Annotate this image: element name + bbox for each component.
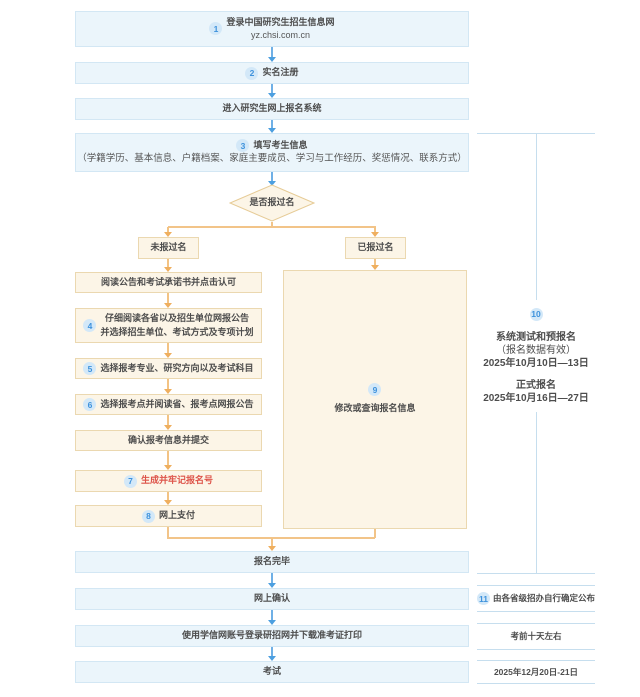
step1-url: yz.chsi.com.cn [250, 29, 310, 40]
arrow-down-icon [164, 451, 173, 470]
branch-registered: 已报过名 [345, 237, 406, 259]
flow-step8-online-payment: 8 网上支付 [75, 505, 262, 527]
step3-subtitle: （学籍学历、基本信息、户籍档案、家庭主要成员、学习与工作经历、奖惩情况、联系方式… [77, 153, 467, 165]
arrow-down-icon [268, 573, 277, 588]
step6-badge: 6 [83, 398, 97, 411]
step3-title: 填写考生信息 [253, 140, 308, 151]
arrow-down-icon [268, 610, 277, 625]
step5-badge: 5 [83, 362, 97, 375]
flow-step4-read-announcements: 4 仔细阅读各省以及招生单位网报公告 并选择招生单位、考试方式及专项计划 [75, 308, 262, 343]
period-title1: 系统测试和预报名 [496, 332, 576, 343]
step8-label: 网上支付 [158, 510, 195, 521]
flow-online-confirm: 网上确认 [75, 588, 469, 610]
bracket-line [477, 133, 595, 134]
done-label: 报名完毕 [253, 556, 290, 567]
confirm-submit-label: 确认报考信息并提交 [127, 434, 209, 445]
arrow-down-icon [164, 415, 173, 430]
enter-label: 进入研究生网上报名系统 [222, 103, 322, 114]
arrow-down-icon [268, 47, 277, 62]
arrow-down-icon [164, 343, 173, 358]
period-title2: 正式报名 [516, 380, 556, 391]
decision-label: 是否报过名 [249, 197, 295, 208]
period-badge: 10 [529, 307, 543, 321]
exam-note-label: 2025年12月20日-21日 [493, 666, 579, 677]
arrow-down-icon [164, 227, 173, 237]
step7-label: 生成并牢记报名号 [140, 475, 213, 486]
period-date1: 2025年10月10日—13日 [483, 358, 589, 369]
step4-badge: 4 [83, 319, 97, 332]
flow-step3-fill-info: 3 填写考生信息 （学籍学历、基本信息、户籍档案、家庭主要成员、学习与工作经历、… [75, 133, 469, 172]
bracket-line [535, 134, 537, 300]
exam-label: 考试 [262, 666, 281, 677]
arrow-down-icon [268, 120, 277, 133]
annotation-registration-period: 10 系统测试和预报名 （报名数据有效） 2025年10月10日—13日 正式报… [471, 304, 601, 405]
annotation-online-confirm: 11 由各省级招办自行确定公布 [477, 585, 595, 612]
period-note: （报名数据有效） [496, 345, 576, 356]
arrow-down-icon [268, 84, 277, 98]
decision-registered-before: 是否报过名 [229, 184, 315, 222]
branch-not-registered: 未报过名 [138, 237, 199, 259]
step2-label: 实名注册 [262, 67, 299, 78]
step5-label: 选择报考专业、研究方向以及考试科目 [100, 362, 254, 373]
step9-label: 修改或查询报名信息 [334, 403, 416, 414]
diamond-shape-icon [229, 184, 315, 222]
step3-badge: 3 [236, 139, 250, 153]
bracket-line [477, 573, 595, 574]
flow-confirm-submit: 确认报考信息并提交 [75, 430, 262, 451]
arrow-down-icon [164, 259, 173, 272]
connector-line [271, 222, 273, 227]
flow-enter-system: 进入研究生网上报名系统 [75, 98, 469, 120]
branch-yes-label: 已报过名 [357, 242, 394, 253]
flow-read-notice: 阅读公告和考试承诺书并点击认可 [75, 272, 262, 293]
confirm-note-label: 由各省级招办自行确定公布 [493, 593, 596, 604]
flow-step1-login: 1 登录中国研究生招生信息网 yz.chsi.com.cn [75, 11, 469, 47]
step7-badge: 7 [123, 474, 137, 488]
flow-step9-modify-query: 9 修改或查询报名信息 [283, 270, 467, 529]
step1-title: 登录中国研究生招生信息网 [226, 16, 335, 27]
annotation-exam-date: 2025年12月20日-21日 [477, 660, 595, 684]
step6-label: 选择报考点并阅读省、报考点网报公告 [100, 398, 254, 409]
connector-line [168, 226, 376, 228]
arrow-down-icon [268, 647, 277, 661]
step4-line2: 并选择招生单位、考试方式及专项计划 [100, 326, 254, 337]
flow-step5-choose-major: 5 选择报考专业、研究方向以及考试科目 [75, 358, 262, 379]
flow-registration-done: 报名完毕 [75, 551, 469, 573]
flow-exam: 考试 [75, 661, 469, 683]
step1-badge: 1 [209, 22, 223, 36]
flow-print-admission-ticket: 使用学信网账号登录研招网并下载准考证打印 [75, 625, 469, 647]
step9-badge: 9 [368, 383, 382, 397]
branch-no-label: 未报过名 [150, 242, 187, 253]
arrow-down-icon [164, 379, 173, 394]
connector-line [374, 529, 376, 538]
arrow-down-icon [371, 259, 380, 270]
flow-step7-registration-number: 7 生成并牢记报名号 [75, 470, 262, 492]
period-date2: 2025年10月16日—27日 [483, 393, 589, 404]
step8-badge: 8 [141, 509, 155, 523]
read-notice-label: 阅读公告和考试承诺书并点击认可 [100, 276, 236, 287]
arrow-down-icon [164, 293, 173, 308]
print-note-label: 考前十天左右 [510, 631, 562, 642]
connector-line [167, 537, 376, 539]
confirm-note-badge: 11 [477, 592, 490, 605]
arrow-down-icon [268, 172, 277, 186]
arrow-down-icon [371, 227, 380, 237]
flow-step2-register: 2 实名注册 [75, 62, 469, 84]
step4-line1: 仔细阅读各省以及招生单位网报公告 [104, 313, 249, 324]
arrow-down-icon [164, 492, 173, 505]
arrow-down-icon [268, 538, 277, 551]
online-confirm-label: 网上确认 [253, 593, 290, 604]
connector-line [167, 527, 169, 538]
bracket-line [535, 412, 537, 573]
step2-badge: 2 [245, 66, 259, 80]
annotation-print-time: 考前十天左右 [477, 623, 595, 650]
flow-step6-choose-exam-site: 6 选择报考点并阅读省、报考点网报公告 [75, 394, 262, 415]
print-label: 使用学信网账号登录研招网并下载准考证打印 [181, 630, 362, 641]
